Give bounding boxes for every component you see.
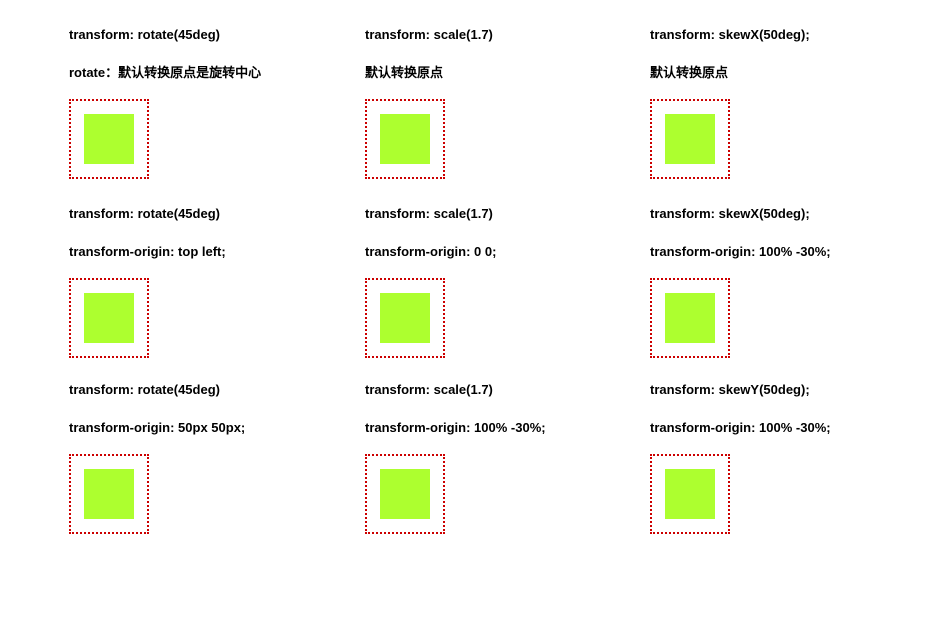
demo-transform-label: transform: scale(1.7)	[365, 27, 493, 42]
demo-origin-label: rotate：默认转换原点是旋转中心	[69, 65, 262, 80]
demo-box	[665, 469, 715, 519]
demo-cell-skewx-default: transform: skewX(50deg); 默认转换原点	[650, 27, 910, 197]
demo-origin-label: 默认转换原点	[650, 65, 729, 80]
demo-transform-label: transform: rotate(45deg)	[69, 27, 220, 42]
demo-box	[665, 114, 715, 164]
demo-origin-label: transform-origin: 0 0;	[365, 244, 497, 259]
demo-transform-label: transform: skewX(50deg);	[650, 27, 810, 42]
demo-box	[84, 293, 134, 343]
demo-origin-label: transform-origin: 50px 50px;	[69, 420, 246, 435]
demo-transform-label: transform: rotate(45deg)	[69, 206, 220, 221]
demo-frame	[365, 278, 445, 358]
demo-origin-label: 默认转换原点	[365, 65, 444, 80]
demo-transform-label: transform: skewX(50deg);	[650, 206, 810, 221]
demo-frame	[69, 99, 149, 179]
demo-frame	[650, 454, 730, 534]
demo-transform-label: transform: scale(1.7)	[365, 206, 493, 221]
demo-origin-label: transform-origin: top left;	[69, 244, 226, 259]
demo-transform-label: transform: skewY(50deg);	[650, 382, 810, 397]
demo-box	[84, 469, 134, 519]
demo-origin-label: transform-origin: 100% -30%;	[650, 244, 831, 259]
demo-origin-label: transform-origin: 100% -30%;	[365, 420, 546, 435]
demo-frame	[69, 454, 149, 534]
demo-cell-skewy-origin: transform: skewY(50deg); transform-origi…	[650, 382, 910, 552]
demo-cell-scale-default: transform: scale(1.7) 默认转换原点	[365, 27, 625, 197]
demo-frame	[650, 278, 730, 358]
demo-box	[380, 114, 430, 164]
demo-cell-rotate-default: transform: rotate(45deg) rotate：默认转换原点是旋…	[69, 27, 329, 197]
demo-frame	[365, 454, 445, 534]
demo-frame	[650, 99, 730, 179]
demo-cell-skewx-origin: transform: skewX(50deg); transform-origi…	[650, 206, 910, 376]
demo-box	[84, 114, 134, 164]
demo-transform-label: transform: rotate(45deg)	[69, 382, 220, 397]
demo-cell-scale-origin-zero: transform: scale(1.7) transform-origin: …	[365, 206, 625, 376]
demo-frame	[69, 278, 149, 358]
demo-frame	[365, 99, 445, 179]
demo-box	[380, 469, 430, 519]
demo-origin-label: transform-origin: 100% -30%;	[650, 420, 831, 435]
demo-box	[665, 293, 715, 343]
demo-transform-label: transform: scale(1.7)	[365, 382, 493, 397]
demo-cell-rotate-origin-px: transform: rotate(45deg) transform-origi…	[69, 382, 329, 552]
demo-cell-scale-origin-percent: transform: scale(1.7) transform-origin: …	[365, 382, 625, 552]
demo-box	[380, 293, 430, 343]
demo-cell-rotate-top-left: transform: rotate(45deg) transform-origi…	[69, 206, 329, 376]
